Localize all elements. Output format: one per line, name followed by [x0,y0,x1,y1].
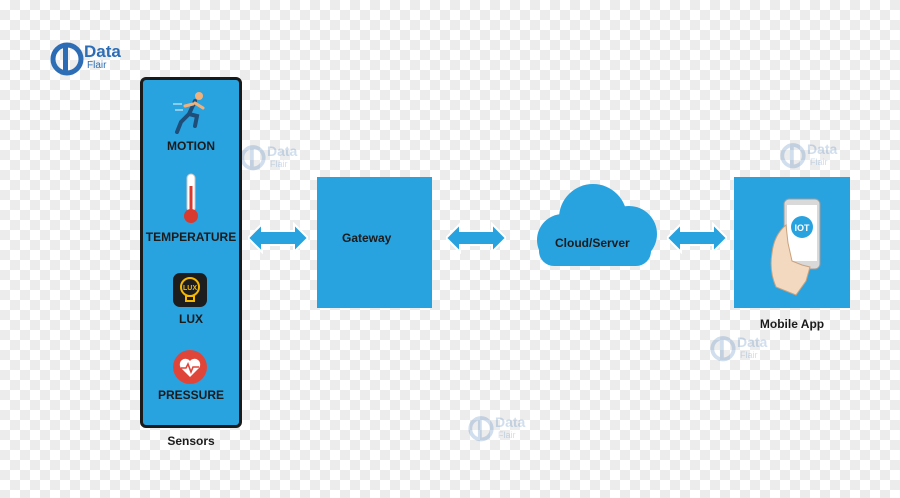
sensors-caption: Sensors [167,434,215,448]
thermometer-icon [184,173,198,223]
cloud-label: Cloud/Server [555,236,630,250]
gateway-box: Gateway [317,177,432,308]
double-arrow-icon [446,222,506,254]
gateway-label: Gateway [342,231,392,245]
logo-text-line1: Data [84,42,121,61]
sensor-label-pressure: PRESSURE [157,388,225,402]
mobile-app-box: IOT [734,177,850,308]
lux-bulb-icon: LUX [173,273,207,307]
double-arrow-icon [248,222,308,254]
running-man-icon [173,92,205,134]
double-arrow-icon [667,222,727,254]
sensor-label-temperature: TEMPERATURE [145,230,237,244]
mobile-app-caption: Mobile App [759,317,825,331]
sensors-panel: MOTION TEMPERATURE LUX LUX PRESSURE [140,77,242,428]
dataflair-logo-icon [50,42,84,76]
dataflair-logo: Data Flair [50,40,145,78]
sensor-label-lux: LUX [179,312,203,326]
heart-pulse-icon [173,350,207,384]
phone-screen-text: IOT [795,223,811,233]
logo-text-line2: Flair [87,60,107,71]
cloud-server-icon [537,184,657,266]
hand-phone-icon: IOT [770,198,821,296]
sensor-label-motion: MOTION [167,139,215,153]
lux-badge-text: LUX [183,285,197,292]
